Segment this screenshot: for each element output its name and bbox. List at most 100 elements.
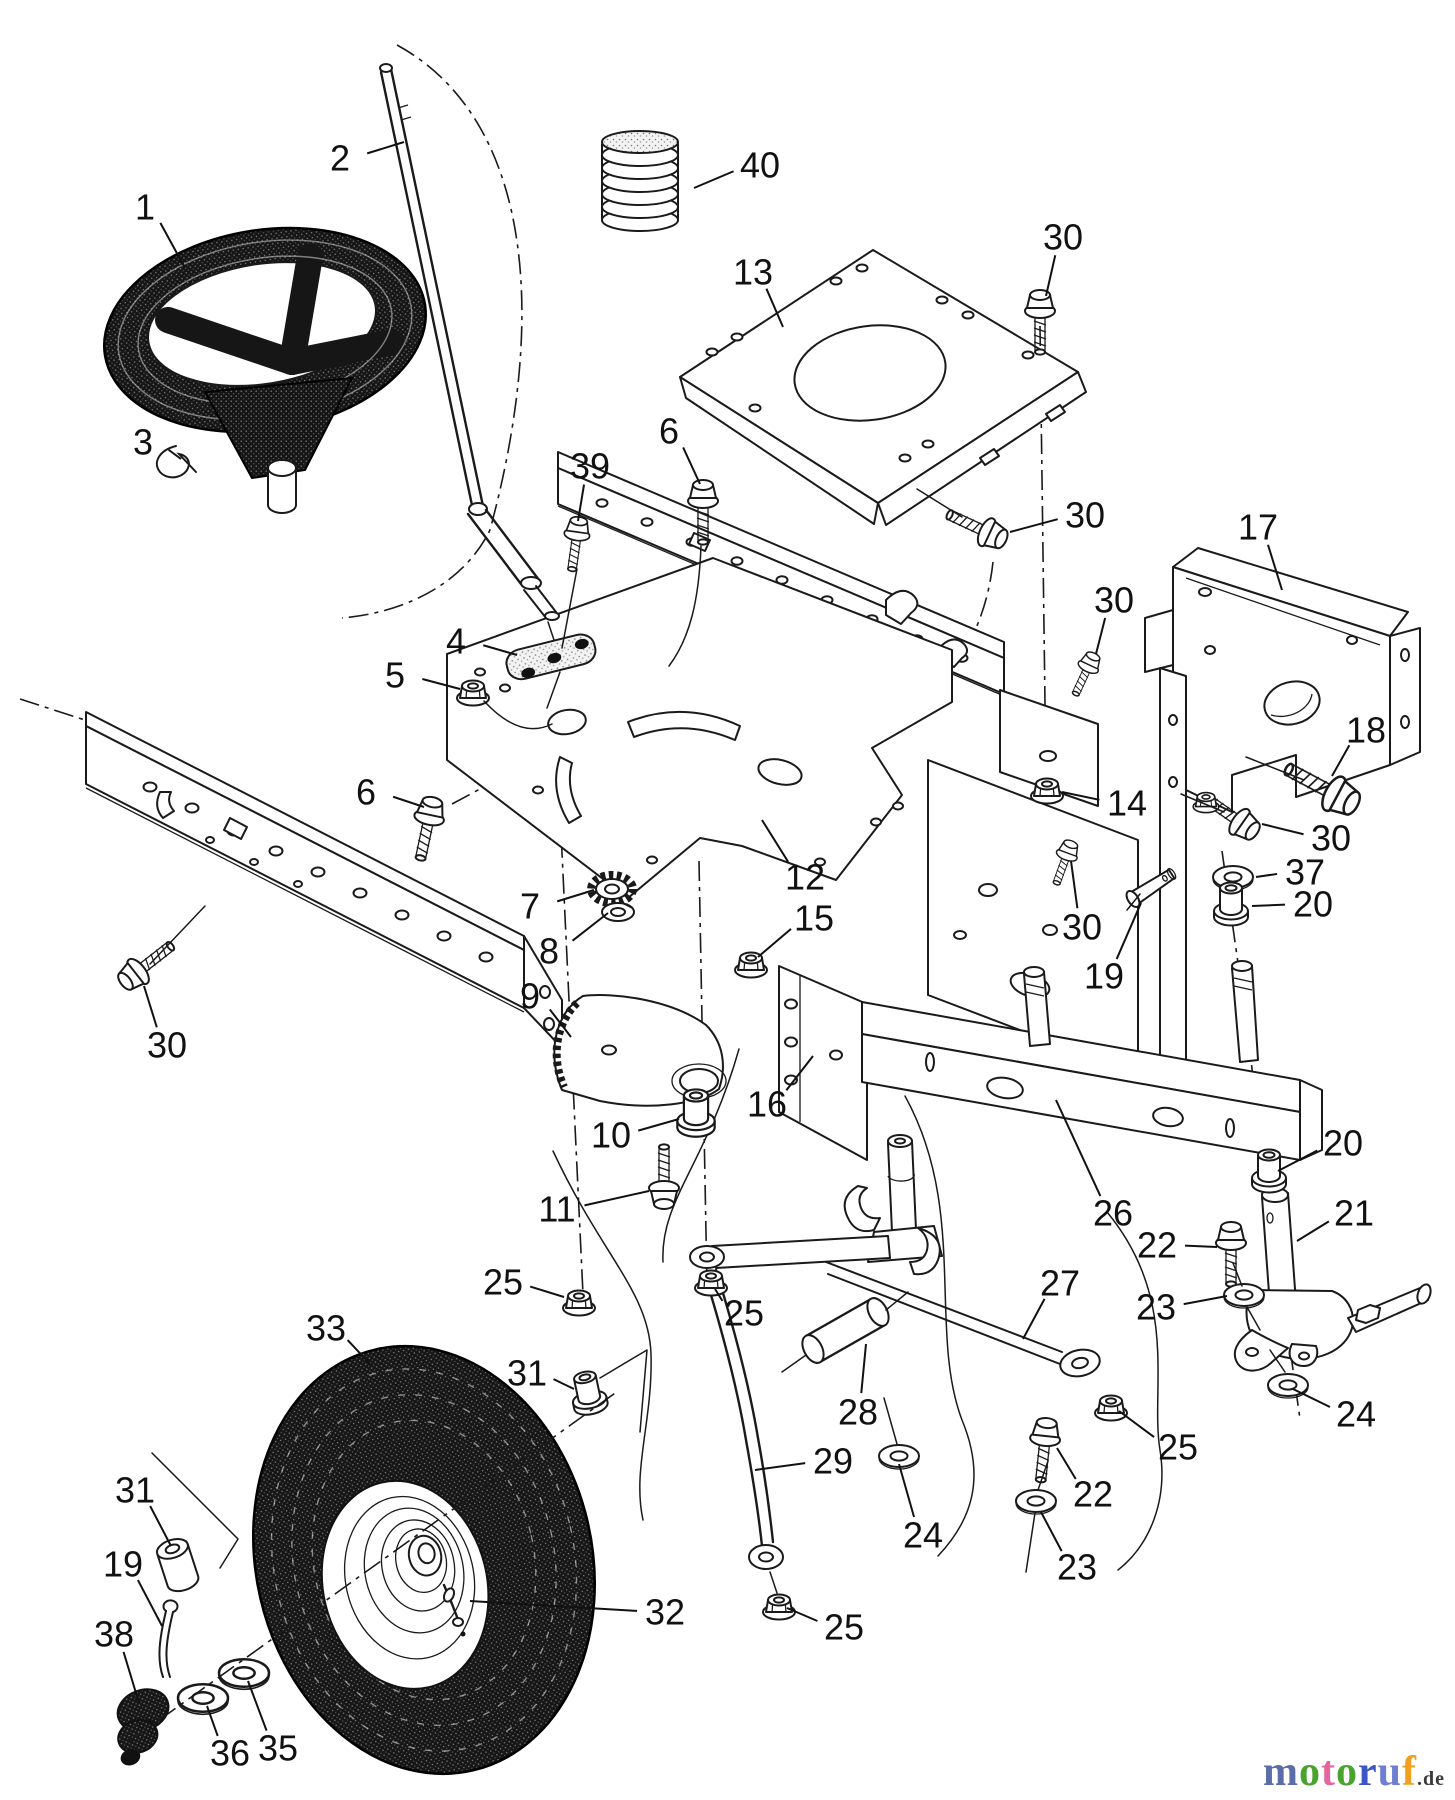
logo-letter-f: f xyxy=(1402,1749,1417,1795)
callout-label-30-15: 30 xyxy=(1311,818,1351,859)
callout-leader-38-51 xyxy=(122,1651,140,1704)
callout-leader-22-33 xyxy=(1184,1244,1218,1248)
flange-nut-14 xyxy=(1030,777,1064,805)
callout-label-29-43: 29 xyxy=(813,1441,853,1482)
callout-leader-30-5 xyxy=(1045,255,1057,297)
callout-leader-31-41 xyxy=(553,1378,575,1390)
callout-label-22-45: 22 xyxy=(1073,1474,1113,1515)
hex-bolt-30 xyxy=(939,499,1014,556)
callout-label-28-42: 28 xyxy=(838,1392,878,1433)
callout-leader-23-34 xyxy=(1183,1295,1228,1306)
callout-label-32-48: 32 xyxy=(645,1592,685,1633)
logo-letter-r: r xyxy=(1357,1749,1378,1795)
callout-label-18-13: 18 xyxy=(1346,710,1386,751)
callout-leader-5-11 xyxy=(422,678,461,690)
sleeve-28 xyxy=(781,1291,909,1373)
callout-label-21-32: 21 xyxy=(1334,1193,1374,1234)
callout-leader-21-32 xyxy=(1296,1220,1330,1242)
steering-shaft-2 xyxy=(379,63,560,647)
callout-label-4-10: 4 xyxy=(446,621,466,662)
frame-rail-left xyxy=(85,711,563,1049)
callout-leader-31-49 xyxy=(149,1505,172,1547)
washer-35 xyxy=(217,1658,271,1691)
washer-23 xyxy=(1223,1283,1265,1309)
callout-leader-19-50 xyxy=(137,1579,163,1627)
sector-gear-9 xyxy=(552,994,727,1107)
callout-label-25-39: 25 xyxy=(1158,1427,1198,1468)
callout-label-25-35: 25 xyxy=(483,1262,523,1303)
callout-leader-30-15 xyxy=(1261,823,1304,836)
lock-washer-8 xyxy=(601,902,635,922)
pinion-gear-7 xyxy=(587,871,637,907)
cap-38 xyxy=(116,1688,170,1766)
screw-39 xyxy=(558,514,593,574)
hex-bolt-11 xyxy=(648,1143,680,1210)
hardware xyxy=(111,289,1368,1716)
clip-3 xyxy=(155,445,197,479)
callout-leader-35-53 xyxy=(247,1680,268,1732)
motoruf-logo[interactable]: motoruf.de xyxy=(1263,1748,1445,1796)
callout-label-11-29: 11 xyxy=(538,1189,575,1230)
callout-leader-40-3 xyxy=(693,170,734,189)
bushing-20 xyxy=(1251,1148,1287,1194)
callout-label-6-22: 6 xyxy=(356,772,376,813)
callout-leader-30-12 xyxy=(1095,617,1107,655)
callout-leader-7-23 xyxy=(556,889,595,903)
callout-label-13-4: 13 xyxy=(733,252,773,293)
callout-label-30-20: 30 xyxy=(1062,907,1102,948)
callout-leader-25-35 xyxy=(529,1285,565,1298)
callout-leader-15-21 xyxy=(757,928,792,958)
callout-leader-12-16 xyxy=(761,819,789,863)
callout-leader-22-45 xyxy=(1056,1447,1077,1480)
callout-leader-13-4 xyxy=(765,288,784,328)
callout-leader-24-44 xyxy=(898,1463,915,1518)
hex-bolt-22 xyxy=(1215,1221,1247,1288)
callout-leader-6-22 xyxy=(392,795,425,808)
callout-label-14-14: 14 xyxy=(1107,783,1147,824)
callout-label-9-26: 9 xyxy=(520,976,540,1017)
callout-leader-27-37 xyxy=(1022,1298,1046,1340)
logo-letter-m: m xyxy=(1262,1749,1299,1795)
callout-leader-36-52 xyxy=(206,1705,219,1737)
callout-leader-39-9 xyxy=(577,484,586,522)
washer-23 xyxy=(1015,1489,1057,1515)
wheel-33 xyxy=(251,1344,597,1776)
callout-label-1-0: 1 xyxy=(135,187,155,228)
callout-label-30-7: 30 xyxy=(1065,495,1105,536)
callout-label-24-38: 24 xyxy=(1336,1394,1376,1435)
callout-label-16-27: 16 xyxy=(747,1084,787,1125)
bracket-16 xyxy=(778,965,868,1161)
bushing-31-right xyxy=(566,1349,648,1433)
callout-leader-14-14 xyxy=(1061,791,1100,801)
callout-label-12-16: 12 xyxy=(785,857,825,898)
callout-label-3-2: 3 xyxy=(133,422,153,463)
callout-leader-37-17 xyxy=(1255,872,1278,878)
callout-label-22-33: 22 xyxy=(1137,1225,1177,1266)
logo-word: motoruf xyxy=(1263,1749,1417,1795)
callout-leader-25-39 xyxy=(1118,1410,1155,1438)
callout-leader-33-40 xyxy=(346,1339,372,1366)
flange-nut-15 xyxy=(734,951,768,979)
callout-label-7-23: 7 xyxy=(520,886,540,927)
bracket-4 xyxy=(505,633,597,681)
callout-label-23-34: 23 xyxy=(1136,1287,1176,1328)
callout-leader-2-1 xyxy=(366,141,405,155)
flange-nut-25 xyxy=(762,1593,796,1621)
callout-leader-6-8 xyxy=(682,446,701,485)
flange-nut-25 xyxy=(1094,1394,1128,1422)
bushing-10 xyxy=(676,1088,716,1138)
callout-label-30-12: 30 xyxy=(1094,580,1134,621)
logo-tld: .de xyxy=(1417,1768,1445,1790)
screw-30 xyxy=(1064,647,1106,701)
callout-label-37-17: 37 xyxy=(1285,852,1325,893)
callout-leader-3-2 xyxy=(167,448,182,460)
logo-letter-o: o xyxy=(1298,1749,1321,1795)
callout-leader-30-20 xyxy=(1070,860,1079,909)
callout-label-30-5: 30 xyxy=(1043,217,1083,258)
callout-leader-4-10 xyxy=(483,644,518,656)
callout-label-5-11: 5 xyxy=(385,655,405,696)
callout-label-27-37: 27 xyxy=(1040,1263,1080,1304)
cotter-pin-19 xyxy=(158,1599,179,1678)
